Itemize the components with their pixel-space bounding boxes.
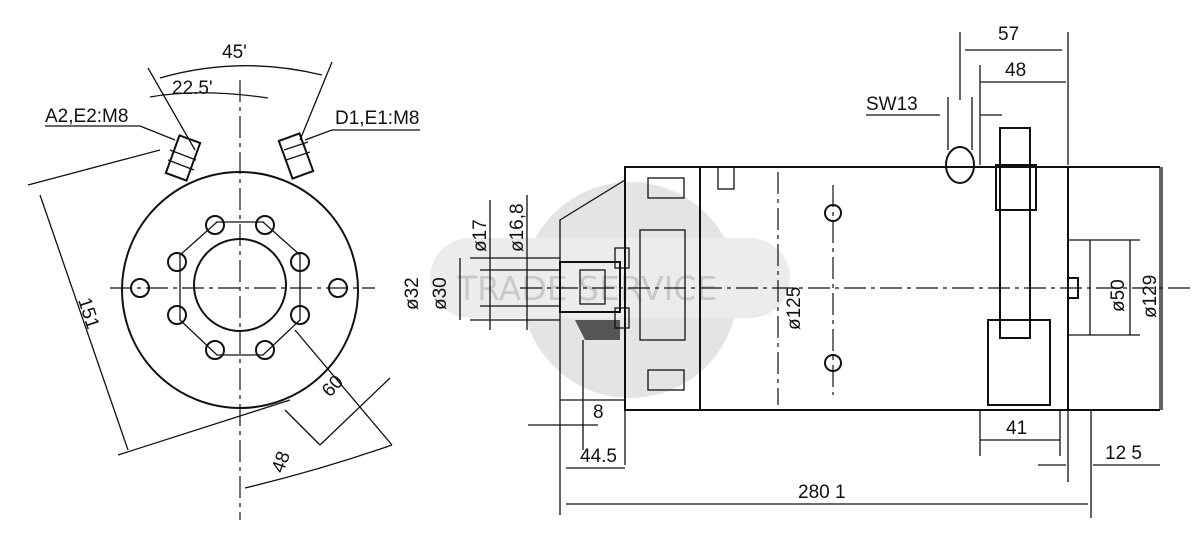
wrench-size-label: SW13: [866, 94, 918, 115]
dim-125-label: ø125: [784, 287, 805, 330]
terminal-stud: [945, 146, 975, 184]
side-view: ø17 ø16,8 ø32 ø30 ø125 57 48 SW13 ø50 ø1…: [402, 24, 1190, 518]
hatch-section: [575, 320, 620, 340]
dim-8-label: 8: [593, 402, 604, 423]
terminal-post: [999, 127, 1031, 339]
dim-44-5-label: 44.5: [580, 446, 617, 467]
watermark: TRADE SERVICE: [430, 182, 790, 398]
dim-12-5-label: 12 5: [1105, 443, 1142, 464]
dim-48-top-label: 48: [1005, 60, 1026, 81]
bolt-holes: [130, 215, 348, 360]
dim-30-label: ø30: [430, 277, 451, 310]
dim-32-label: ø32: [402, 277, 423, 310]
dim-129-label: ø129: [1140, 275, 1161, 318]
dim-50-label: ø50: [1108, 279, 1129, 312]
dim-280-1-label: 280 1: [798, 482, 846, 503]
dim-16-8-label: ø16,8: [507, 203, 528, 252]
dim-151-label: 151: [73, 295, 103, 332]
dim-57-label: 57: [998, 24, 1019, 45]
nameplate: [987, 319, 1051, 406]
bolt-circle: [179, 221, 301, 356]
dim-48-label: 48: [268, 449, 295, 476]
front-view: 45' 22.5' A2,E2:M8 D1,E1:M8 151 60 48: [27, 42, 420, 520]
terminal-left-label: A2,E2:M8: [45, 106, 128, 127]
terminal-right-label: D1,E1:M8: [335, 108, 419, 129]
terminal-left: [164, 134, 202, 182]
dim-60-label: 60: [318, 372, 348, 402]
angle-22-5-label: 22.5': [172, 78, 213, 99]
angle-45-label: 45': [222, 42, 247, 63]
dim-41-label: 41: [1006, 418, 1027, 439]
dim-17-label: ø17: [470, 219, 491, 252]
terminal-right: [277, 132, 315, 180]
